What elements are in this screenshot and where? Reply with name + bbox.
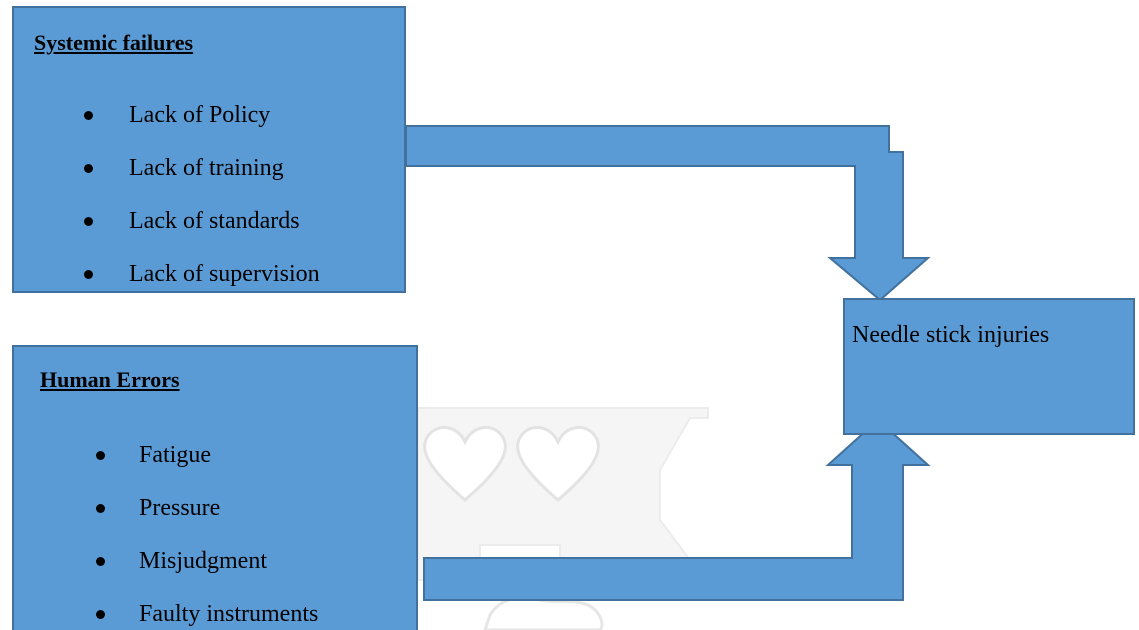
bullet-icon <box>96 557 105 566</box>
list-item-text: Lack of training <box>129 155 284 181</box>
bullet-icon <box>84 164 93 173</box>
bullet-icon <box>84 217 93 226</box>
systemic-failures-title: Systemic failures <box>34 30 194 55</box>
bullet-icon <box>96 451 105 460</box>
human-errors-box: Human Errors Fatigue Pressure Misjudgmen… <box>12 345 418 630</box>
list-item-text: Pressure <box>139 495 221 521</box>
list-item-text: Misjudgment <box>139 548 268 574</box>
human-errors-title: Human Errors <box>40 367 180 392</box>
needle-stick-injuries-box: Needle stick injuries <box>843 298 1135 435</box>
list-item-text: Fatigue <box>139 442 211 468</box>
bullet-icon <box>96 504 105 513</box>
list-item-text: Lack of standards <box>129 208 300 234</box>
bullet-icon <box>84 270 93 279</box>
list-item-text: Faulty instruments <box>139 601 319 627</box>
list-item-text: Lack of supervision <box>129 261 320 287</box>
arrow-human-to-outcome <box>423 418 931 601</box>
bullet-icon <box>84 111 93 120</box>
bullet-icon <box>96 610 105 619</box>
arrow-systemic-to-outcome <box>405 125 931 302</box>
outcome-label: Needle stick injuries <box>852 322 1050 348</box>
list-item-text: Lack of Policy <box>129 102 271 128</box>
systemic-failures-box: Systemic failures Lack of Policy Lack of… <box>12 6 406 293</box>
